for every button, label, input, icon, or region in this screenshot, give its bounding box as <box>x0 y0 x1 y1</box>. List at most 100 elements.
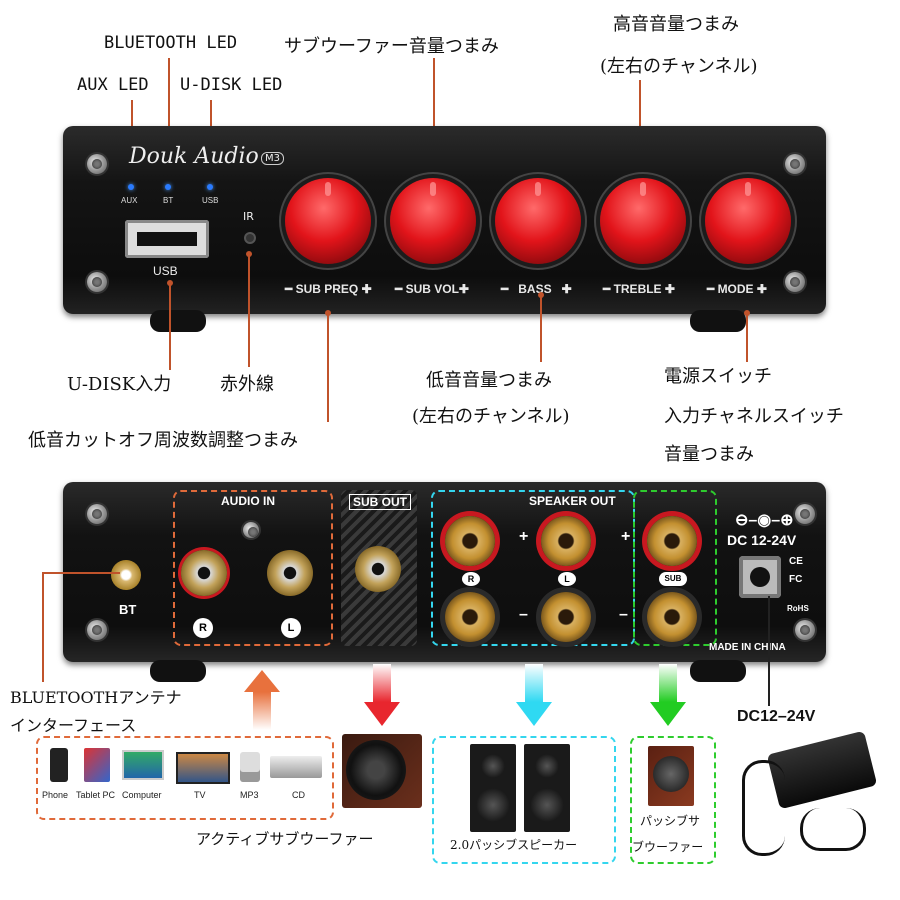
sub-negative[interactable] <box>647 592 697 642</box>
screw-icon <box>87 154 107 174</box>
bt-connector-label: BT <box>119 602 137 617</box>
passive-speakers-label: 2.0パッシブスピーカー <box>450 838 578 852</box>
sub-freq-knob[interactable] <box>285 178 371 264</box>
source-tv-label: TV <box>194 790 206 800</box>
plus-sign: + <box>621 528 631 545</box>
bt-led-text: BT <box>163 196 174 205</box>
screw-icon <box>785 154 805 174</box>
usb-led-text: USB <box>202 196 219 205</box>
rca-right-jack[interactable] <box>181 550 227 596</box>
cd-player-icon <box>270 756 322 778</box>
bt-antenna-label-2: インターフェース <box>10 716 137 735</box>
sub-out-jack[interactable] <box>355 546 401 592</box>
bass-knob-callout-1: 低音音量つまみ <box>426 370 552 391</box>
usb-port[interactable] <box>125 220 209 258</box>
screw-icon <box>87 504 107 524</box>
screw-icon <box>795 504 815 524</box>
sub-out-arrow-icon <box>364 664 400 726</box>
leader-line <box>768 596 770 706</box>
sub-freq-knob-callout: 低音カットオフ周波数調整つまみ <box>28 430 298 451</box>
source-computer-label: Computer <box>122 790 162 800</box>
passive-sub-box <box>630 736 716 864</box>
screw-icon <box>795 620 815 640</box>
tv-icon <box>176 752 230 784</box>
mode-knob-callout-1: 電源スイッチ <box>664 366 772 387</box>
leader-line <box>433 58 435 170</box>
foot <box>690 310 746 332</box>
active-sub-label: アクティブサブウーファー <box>196 830 374 848</box>
dc-power-jack[interactable] <box>739 556 781 598</box>
sources-box <box>36 736 334 820</box>
treble-knob[interactable] <box>600 178 686 264</box>
mode-knob-callout-2: 入力チャネルスイッチ <box>664 406 844 427</box>
treble-knob-label: ━ TREBLE ✚ <box>603 282 675 296</box>
leader-line <box>248 255 250 367</box>
treble-knob-label-2: (左右のチャンネル) <box>600 56 758 77</box>
source-tablet-label: Tablet PC <box>76 790 116 800</box>
source-mp3-label: MP3 <box>240 790 259 800</box>
bass-knob[interactable] <box>495 178 581 264</box>
mode-knob-label: ━ MODE ✚ <box>707 282 767 296</box>
source-phone-label: Phone <box>42 790 69 800</box>
aux-led-text: AUX <box>121 196 138 205</box>
foot <box>150 310 206 332</box>
rca-left-jack[interactable] <box>267 550 313 596</box>
ir-sensor <box>246 234 254 242</box>
bt-antenna-label-1: BLUETOOTHアンテナ <box>10 688 182 707</box>
screw-icon <box>785 272 805 292</box>
ce-mark: CE <box>789 556 803 567</box>
leader-line <box>42 572 120 574</box>
bluetooth-led-label: BLUETOOTH LED <box>104 33 238 53</box>
leader-line <box>746 314 748 362</box>
passive-sub-label-2: ブウーファー <box>632 840 704 854</box>
leader-line <box>327 314 329 422</box>
minus-sign: – <box>519 606 528 623</box>
amplifier-front-panel: Douk Audio M3 AUX BT USB USB IR ━ SUB PR… <box>63 126 826 314</box>
sub-volume-knob-label: サブウーファー音量つまみ <box>284 36 499 57</box>
leader-line <box>169 284 171 370</box>
passive-sub-arrow-icon <box>650 664 686 726</box>
bt-led <box>165 184 171 190</box>
bass-knob-label: ━ BASS ✚ <box>501 282 572 296</box>
phone-icon <box>50 748 68 782</box>
made-in-label: MADE IN CHINA <box>709 642 786 653</box>
passive-speakers-box <box>432 736 616 864</box>
usb-led <box>207 184 213 190</box>
amplifier-rear-panel: BT AUDIO IN R L SUB OUT SPEAKER OUT R L … <box>63 482 826 662</box>
mp3-icon <box>240 752 260 782</box>
bass-knob-callout-2: (左右のチャンネル) <box>412 406 570 427</box>
speaker-r-negative[interactable] <box>445 592 495 642</box>
mode-knob[interactable] <box>705 178 791 264</box>
dc-label: DC 12-24V <box>727 532 797 548</box>
speaker-right-image <box>524 744 570 832</box>
source-cd-label: CD <box>292 790 305 800</box>
power-cable-image <box>800 808 866 851</box>
bt-antenna-connector[interactable] <box>111 560 141 590</box>
speaker-out-arrow-icon <box>516 664 552 726</box>
leader-dot <box>246 251 252 257</box>
power-cable-image <box>742 760 785 856</box>
speaker-l-negative[interactable] <box>541 592 591 642</box>
sub-positive[interactable] <box>647 516 697 566</box>
speaker-l-positive[interactable] <box>541 516 591 566</box>
speaker-r-positive[interactable] <box>445 516 495 566</box>
leader-line <box>168 58 170 178</box>
sub-speaker-box <box>633 490 717 646</box>
polarity-icon: ⊖–◉–⊕ <box>735 512 794 529</box>
screw-icon <box>243 522 259 538</box>
sub-vol-knob-label: ━ SUB VOL✚ <box>395 282 469 296</box>
aux-led <box>128 184 134 190</box>
leader-line <box>42 572 44 682</box>
rca-r-badge: R <box>193 618 213 638</box>
leader-dot <box>325 310 331 316</box>
treble-knob-label-1: 高音音量つまみ <box>613 14 739 35</box>
rohs-mark: RoHS <box>787 604 809 613</box>
foot <box>690 660 746 682</box>
leader-line <box>540 296 542 362</box>
sub-out-label: SUB OUT <box>349 494 411 510</box>
udisk-led-label: U-DISK LED <box>180 75 283 95</box>
model-badge: M3 <box>261 152 284 165</box>
leader-line <box>639 80 641 170</box>
sub-vol-knob[interactable] <box>390 178 476 264</box>
